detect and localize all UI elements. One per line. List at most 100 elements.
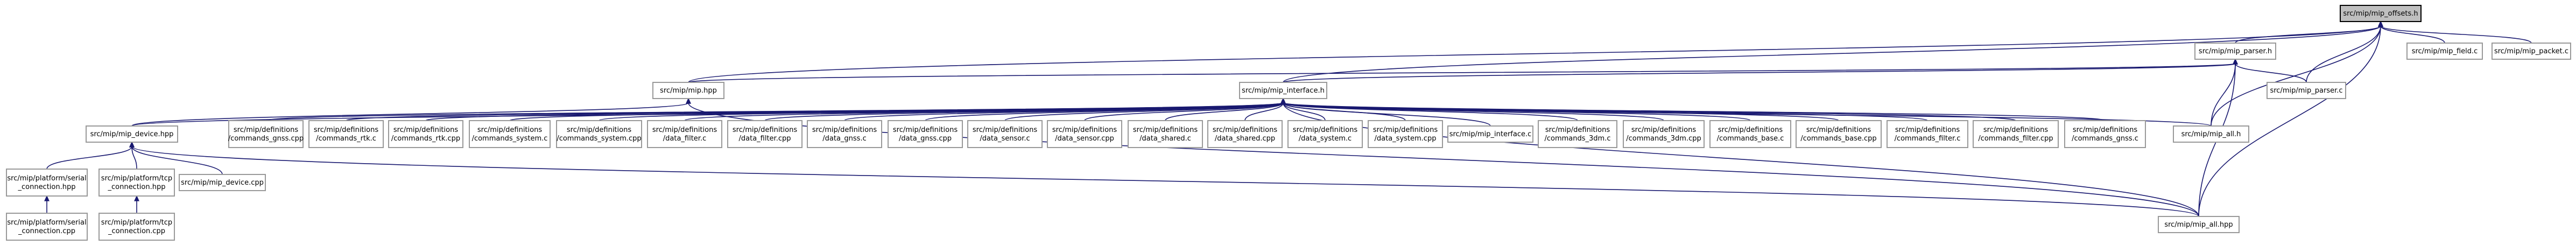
- node-label-line: src/mip/mip_interface.h: [1242, 87, 1325, 95]
- node-label-line: /commands_gnss.c: [2072, 135, 2138, 143]
- node-d-cmd-gnss-c[interactable]: src/mip/definitions/commands_gnss.c: [2064, 120, 2146, 148]
- node-d-data-sensor-cpp[interactable]: src/mip/definitions/data_sensor.cpp: [1047, 120, 1122, 148]
- node-d-data-filter-c[interactable]: src/mip/definitions/data_filter.c: [647, 120, 722, 148]
- node-label-line: src/mip/definitions: [1213, 126, 1277, 134]
- node-device-hpp[interactable]: src/mip/mip_device.hpp: [86, 125, 178, 143]
- node-label-line: /data_system.cpp: [1375, 135, 1437, 143]
- node-label-line: /data_gnss.cpp: [899, 135, 952, 143]
- node-label-line: src/mip/definitions: [1806, 126, 1871, 134]
- node-serial-conn-cpp[interactable]: src/mip/platform/serial_connection.cpp: [6, 213, 88, 241]
- node-label-line: _connection.hpp: [17, 183, 75, 191]
- node-label-line: /data_filter.c: [663, 135, 707, 143]
- node-label-line: src/mip/definitions: [1983, 126, 2048, 134]
- edge-all_hpp-to-device_hpp: [129, 141, 2199, 217]
- edge-serial_conn_hpp-to-device_hpp: [46, 141, 135, 170]
- node-d-cmd-filter-c[interactable]: src/mip/definitions/commands_filter.c: [1887, 120, 1968, 148]
- node-field-c[interactable]: src/mip/mip_field.c: [2406, 43, 2483, 60]
- edge-mip_hpp-to-parser_h: [688, 58, 2238, 83]
- node-label-line: _connection.hpp: [107, 183, 165, 191]
- node-all-hpp[interactable]: src/mip/mip_all.hpp: [2158, 216, 2240, 233]
- node-d-data-system-c[interactable]: src/mip/definitions/data_system.c: [1287, 120, 1363, 148]
- node-label-line: src/mip/definitions: [1545, 126, 1610, 134]
- node-tcp-conn-hpp[interactable]: src/mip/platform/tcp_connection.hpp: [98, 169, 175, 197]
- node-d-data-gnss-c[interactable]: src/mip/definitions/data_gnss.c: [807, 120, 882, 148]
- node-d-cmd-3dm-c[interactable]: src/mip/definitions/commands_3dm.c: [1538, 120, 1617, 148]
- node-label-line: /commands_system.c: [472, 135, 548, 143]
- node-d-cmd-base-c[interactable]: src/mip/definitions/commands_base.c: [1709, 120, 1791, 148]
- node-d-cmd-filter-cpp[interactable]: src/mip/definitions/commands_filter.cpp: [1973, 120, 2059, 148]
- node-label-line: _connection.cpp: [18, 227, 75, 235]
- node-label-line: src/mip/definitions: [1895, 126, 1960, 134]
- edge-all_h-to-parser_h: [2211, 58, 2238, 127]
- node-d-data-gnss-cpp[interactable]: src/mip/definitions/data_gnss.cpp: [888, 120, 963, 148]
- node-label-line: src/mip/definitions: [234, 126, 298, 134]
- node-interface-c[interactable]: src/mip/mip_interface.c: [1447, 125, 1533, 143]
- node-label-line: /data_system.c: [1299, 135, 1352, 143]
- node-d-data-shared-cpp[interactable]: src/mip/definitions/data_shared.cpp: [1207, 120, 1283, 148]
- node-label-line: /data_shared.c: [1139, 135, 1191, 143]
- edge-field_c-to-offsets_h: [2378, 20, 2445, 44]
- node-mip-hpp[interactable]: src/mip/mip.hpp: [652, 82, 724, 99]
- node-label-line: /data_sensor.cpp: [1055, 135, 1114, 143]
- node-serial-conn-hpp[interactable]: src/mip/platform/serial_connection.hpp: [6, 169, 88, 197]
- node-offsets-h: src/mip/mip_offsets.h: [2340, 5, 2422, 22]
- node-label-line: src/mip/platform/tcp: [101, 219, 172, 227]
- node-label-line: src/mip/mip_parser.c: [2270, 87, 2342, 95]
- node-label-line: src/mip/definitions: [1718, 126, 1783, 134]
- node-label-line: src/mip/platform/serial: [7, 219, 86, 227]
- node-label-line: src/mip/mip_all.h: [2181, 130, 2241, 138]
- node-label-line: /commands_filter.cpp: [1978, 135, 2053, 143]
- node-label-line: src/mip/mip_packet.c: [2494, 47, 2568, 55]
- node-label-line: /commands_filter.c: [1895, 135, 1961, 143]
- node-packet-c[interactable]: src/mip/mip_packet.c: [2491, 43, 2571, 60]
- node-d-cmd-3dm-cpp[interactable]: src/mip/definitions/commands_3dm.cpp: [1623, 120, 1705, 148]
- nodes-layer: src/mip/mip_offsets.h src/mip/mip_parser.…: [6, 5, 2571, 241]
- node-label-line: src/mip/definitions: [973, 126, 1037, 134]
- node-d-cmd-rtk-c[interactable]: src/mip/definitions/commands_rtk.c: [308, 120, 384, 148]
- node-d-cmd-base-cpp[interactable]: src/mip/definitions/commands_base.cpp: [1796, 120, 1882, 148]
- node-d-cmd-system-cpp[interactable]: src/mip/definitions/commands_system.cpp: [556, 120, 642, 148]
- edge-parser_c-to-parser_h: [2233, 58, 2307, 83]
- edge-serial_conn_cpp-to-serial_conn_hpp: [44, 195, 50, 213]
- node-label-line: src/mip/definitions: [1133, 126, 1198, 134]
- node-label-line: /data_shared.cpp: [1215, 135, 1275, 143]
- node-parser-c[interactable]: src/mip/mip_parser.c: [2267, 82, 2346, 99]
- node-label-line: src/mip/definitions: [2073, 126, 2137, 134]
- node-d-data-sensor-c[interactable]: src/mip/definitions/data_sensor.c: [967, 120, 1043, 148]
- node-tcp-conn-cpp[interactable]: src/mip/platform/tcp_connection.cpp: [98, 213, 175, 241]
- node-label-line: src/mip/definitions: [393, 126, 458, 134]
- node-d-cmd-rtk-cpp[interactable]: src/mip/definitions/commands_rtk.cpp: [388, 120, 463, 148]
- node-label-line: /data_sensor.c: [980, 135, 1030, 143]
- edges-layer: [44, 20, 2532, 217]
- node-label-line: src/mip/definitions: [893, 126, 958, 134]
- node-label-line: src/mip/mip_device.hpp: [90, 130, 174, 138]
- node-label-line: /commands_system.cpp: [557, 135, 641, 143]
- node-label-line: src/mip/definitions: [733, 126, 797, 134]
- node-d-cmd-system-c[interactable]: src/mip/definitions/commands_system.c: [469, 120, 551, 148]
- node-label-line: src/mip/definitions: [652, 126, 717, 134]
- node-label-line: /commands_rtk.c: [316, 135, 376, 143]
- node-label-line: src/mip/mip_interface.c: [1449, 130, 1532, 138]
- node-d-data-system-cpp[interactable]: src/mip/definitions/data_system.cpp: [1368, 120, 1443, 148]
- node-d-cmd-gnss-cpp[interactable]: src/mip/definitions/commands_gnss.cpp: [228, 120, 304, 148]
- node-d-data-filter-cpp[interactable]: src/mip/definitions/data_filter.cpp: [727, 120, 803, 148]
- node-device-cpp[interactable]: src/mip/mip_device.cpp: [179, 174, 266, 191]
- node-label-line: src/mip/definitions: [1631, 126, 1696, 134]
- node-parser-h[interactable]: src/mip/mip_parser.h: [2194, 43, 2276, 60]
- node-label-line: src/mip/definitions: [1052, 126, 1117, 134]
- node-d-data-shared-c[interactable]: src/mip/definitions/data_shared.c: [1128, 120, 1203, 148]
- node-label-line: /commands_rtk.cpp: [391, 135, 460, 143]
- node-label-line: /commands_3dm.cpp: [1626, 135, 1701, 143]
- node-label-line: /data_gnss.c: [822, 135, 866, 143]
- node-label-line: /data_filter.cpp: [739, 135, 791, 143]
- node-label-line: src/mip/definitions: [314, 126, 378, 134]
- edge-tcp_conn_cpp-to-tcp_conn_hpp: [134, 195, 139, 213]
- node-label-line: src/mip/definitions: [812, 126, 877, 134]
- node-interface-h[interactable]: src/mip/mip_interface.h: [1239, 82, 1327, 99]
- node-label-line: src/mip/definitions: [567, 126, 631, 134]
- node-label-line: /commands_gnss.cpp: [228, 135, 304, 143]
- node-all-h[interactable]: src/mip/mip_all.h: [2173, 125, 2249, 143]
- node-label-line: src/mip/definitions: [477, 126, 542, 134]
- edge-mip_hpp-to-offsets_h: [688, 20, 2383, 83]
